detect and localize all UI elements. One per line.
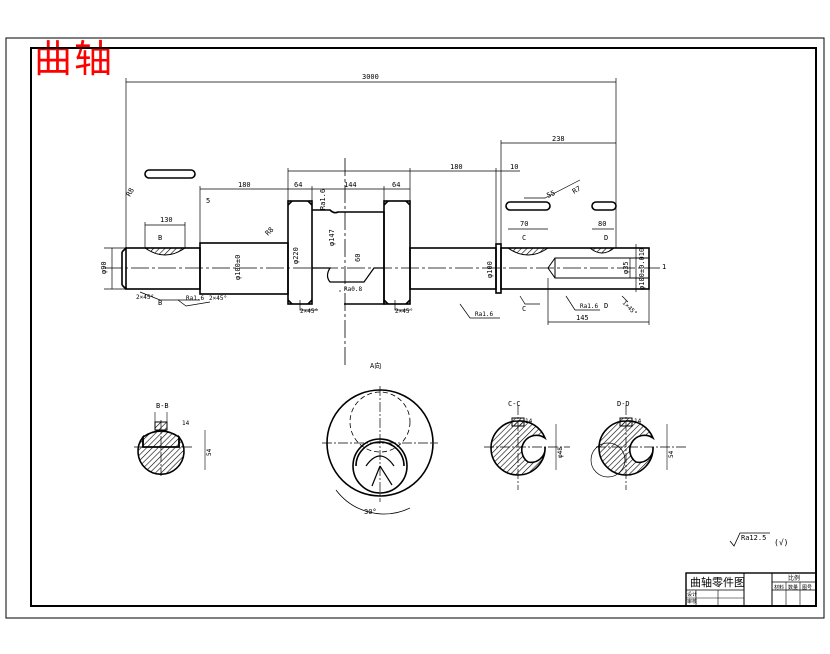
- dim-right-length: 238: [552, 135, 565, 143]
- dim-phi220: φ220: [292, 247, 300, 264]
- section-cc-label: C-C: [508, 400, 521, 408]
- dim-10: 10: [510, 163, 518, 171]
- crankpin: [312, 209, 385, 305]
- main-journal: [409, 247, 497, 290]
- title-block-col-b: 数量: [788, 584, 798, 591]
- section-cc-width: 14: [525, 418, 533, 425]
- dimension-lines: [104, 78, 650, 325]
- dim-r55: 55: [545, 189, 556, 200]
- title-block-col-a: 材料: [774, 584, 784, 591]
- dim-144: 144: [344, 181, 357, 189]
- inner-frame: [30, 47, 817, 607]
- left-keyway: [143, 247, 187, 256]
- section-bb-height: 54: [206, 448, 213, 456]
- section-c-c: [484, 405, 570, 490]
- drawing-title: 曲轴: [34, 37, 115, 81]
- section-d-d: [590, 405, 686, 490]
- dim-phi147: φ147: [328, 229, 336, 246]
- shaft-main-view: [104, 158, 660, 368]
- dim-180-left: 180: [238, 181, 251, 189]
- roughness-value: Ra12.5: [741, 534, 766, 542]
- chamfer-right: 1×45°: [621, 299, 639, 317]
- dim-r60: 60: [354, 254, 362, 262]
- dim-180-right: 180: [450, 163, 463, 171]
- title-block-row1: 设计: [687, 591, 697, 598]
- dim-phi100-tol: φ100±0.010: [638, 248, 646, 290]
- section-b-b: [134, 412, 206, 476]
- dim-145: 145: [576, 314, 589, 322]
- label-b-top: B: [158, 234, 162, 242]
- top-key-right: [505, 201, 551, 211]
- chamfer-left: 2×45°: [136, 294, 154, 301]
- section-dd-height: 54: [668, 450, 675, 458]
- section-dd-width: 14: [634, 418, 642, 425]
- title-block-scale: 比例: [788, 574, 800, 582]
- ra-pin: Ra0.8: [344, 286, 362, 293]
- dim-70: 70: [520, 220, 528, 228]
- leader-lines: [139, 179, 629, 319]
- dim-overall: 3000: [362, 73, 379, 81]
- roughness-tail: (√): [774, 538, 788, 547]
- left-shoulder: [199, 242, 289, 295]
- title-block-name: 曲轴零件图: [690, 575, 745, 589]
- label-c-top: C: [522, 234, 526, 242]
- dim-phi35: φ35: [622, 261, 630, 274]
- view-a-label: A向: [370, 361, 381, 370]
- chamfer-web-right: 2×45°: [395, 308, 413, 315]
- label-c-bottom: C: [522, 305, 526, 313]
- label-d-bottom: D: [604, 302, 608, 310]
- chamfer-web-left: 2×45°: [300, 308, 318, 315]
- dim-phi100-right: φ100: [486, 261, 494, 278]
- label-d-top: D: [604, 234, 608, 242]
- label-b-bottom: B: [158, 299, 162, 307]
- outer-frame: [5, 37, 825, 619]
- dim-80: 80: [598, 220, 606, 228]
- section-bb-width: 14: [182, 420, 190, 427]
- top-key-left: [144, 169, 196, 179]
- dim-phi90: φ90: [100, 261, 108, 274]
- section-cc-height: φ48: [557, 447, 564, 458]
- dim-r57: R7: [571, 185, 582, 196]
- dim-64-right: 64: [392, 181, 400, 189]
- section-dd-label: D-D: [617, 400, 630, 408]
- title-block-row2: 审核: [687, 598, 697, 605]
- dim-phi100-left: φ100±0: [234, 255, 242, 280]
- dim-130: 130: [160, 216, 173, 224]
- dim-r8-web: R8: [264, 226, 276, 238]
- center-bore: [554, 257, 650, 279]
- right-web: [383, 200, 411, 305]
- label-one: 1: [662, 263, 666, 271]
- view-a: [322, 386, 438, 515]
- dim-64-left: 64: [294, 181, 302, 189]
- ra-mid: Ra1.6: [475, 311, 493, 318]
- title-block: [685, 572, 817, 607]
- top-key-right-small: [591, 201, 617, 211]
- ra-right: Ra1.6: [580, 303, 598, 310]
- dim-r8: R8: [125, 187, 136, 198]
- dim-5: 5: [206, 197, 210, 205]
- roughness-note: [729, 532, 770, 547]
- dim-ra-top: Ra1.6: [319, 189, 327, 210]
- section-bb-label: B-B: [156, 402, 169, 410]
- ra-left: Ra1.6: [186, 295, 204, 302]
- chamfer-left2: 2×45°: [209, 295, 227, 302]
- title-block-col-c: 图号: [802, 585, 812, 591]
- view-a-angle: 30°: [364, 508, 377, 516]
